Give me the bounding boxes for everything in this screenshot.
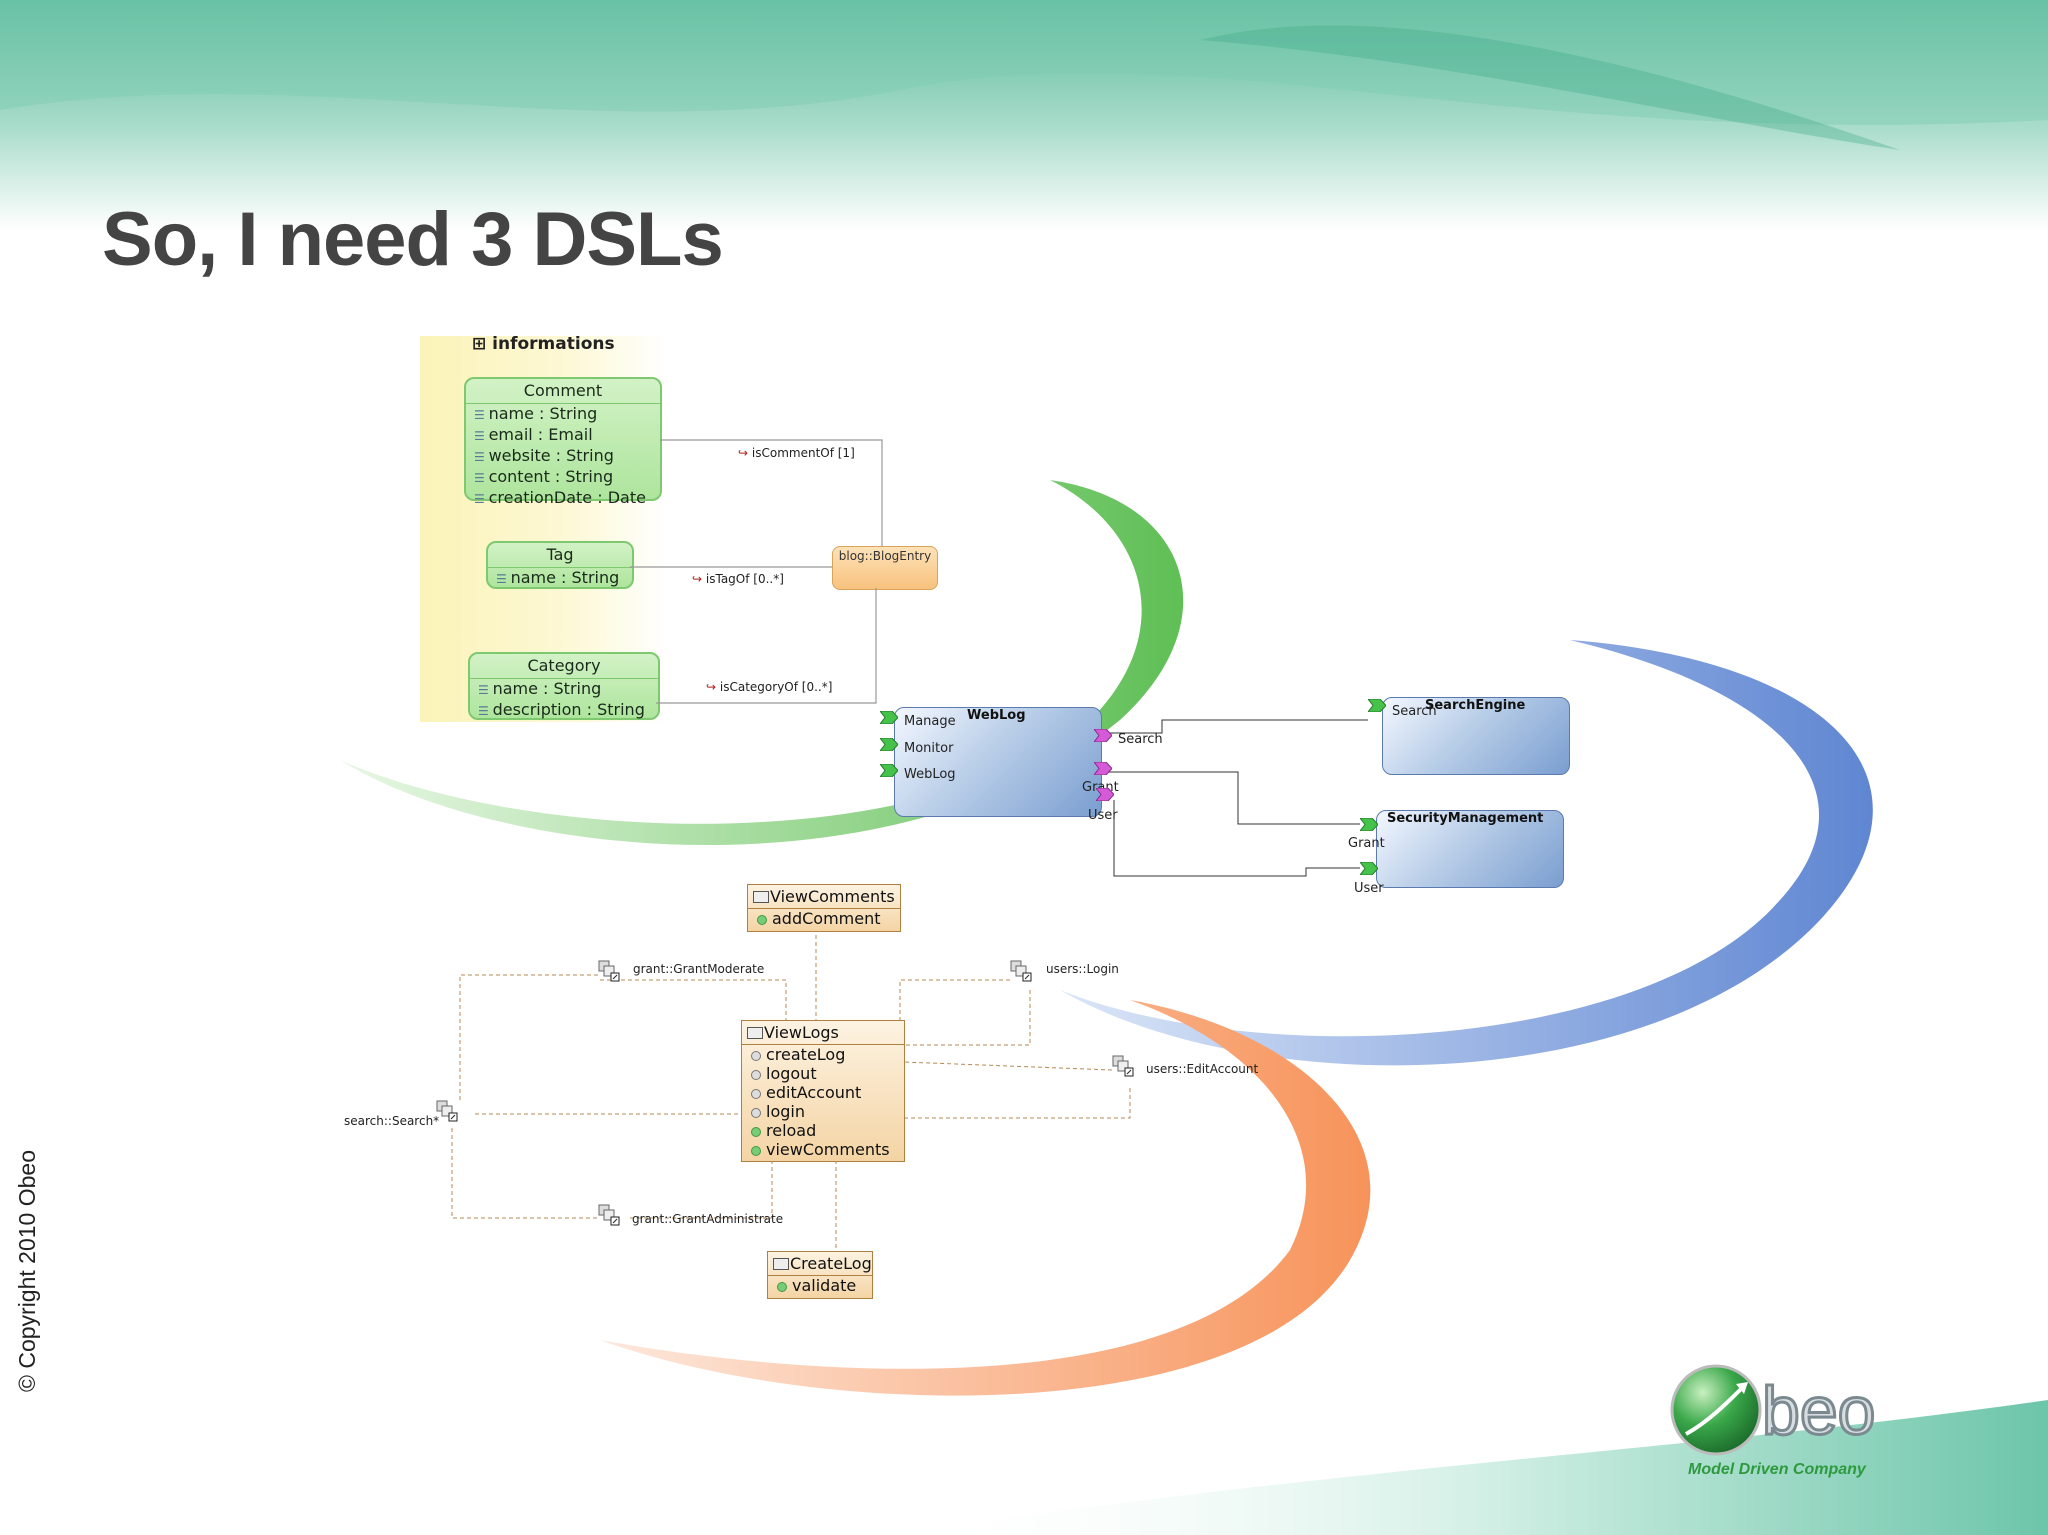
view-viewcomments-name: ViewComments	[748, 885, 900, 909]
port-label: Grant	[1348, 836, 1385, 851]
class-attribute: creationDate : Date	[466, 488, 660, 509]
view-viewlogs[interactable]: ViewLogs createLog logout editAccount lo…	[741, 1020, 905, 1162]
class-category[interactable]: Category name : String description : Str…	[468, 652, 660, 720]
link-grantadministrate[interactable]: grant::GrantAdministrate	[632, 1212, 784, 1226]
copyright-text: © Copyright 2010 Obeo	[14, 1150, 40, 1392]
blog-entry-name: blog::BlogEntry	[838, 549, 932, 563]
class-tag-name: Tag	[488, 543, 632, 568]
provided-port-icon[interactable]	[1368, 699, 1386, 712]
port-label: User	[1354, 881, 1384, 896]
link-icon[interactable]	[1010, 960, 1032, 982]
reference-iscommentof: isCommentOf [1]	[751, 446, 855, 460]
provided-port-icon[interactable]	[1360, 862, 1378, 875]
class-category-name: Category	[470, 654, 658, 679]
view-viewlogs-name: ViewLogs	[742, 1021, 904, 1045]
port-label: Manage	[904, 714, 956, 729]
slide-title: So, I need 3 DSLs	[102, 197, 724, 282]
provided-port-icon[interactable]	[880, 738, 898, 751]
package-label: informations	[492, 334, 615, 354]
package-title: ⊞ informations	[472, 334, 615, 354]
view-action[interactable]: viewComments	[742, 1140, 904, 1159]
class-attribute: name : String	[470, 679, 658, 700]
blog-entry-class[interactable]: blog::BlogEntry	[832, 546, 938, 590]
port-label: Monitor	[904, 741, 954, 756]
view-createlog-name: CreateLog	[768, 1252, 872, 1276]
reference-label: ↪ isCommentOf [1]	[738, 446, 855, 460]
reference-istagof: isTagOf [0..*]	[705, 572, 784, 586]
required-port-icon[interactable]	[1096, 788, 1114, 801]
link-search[interactable]: search::Search*	[344, 1114, 440, 1128]
link-grantmoderate[interactable]: grant::GrantModerate	[633, 962, 765, 976]
component-weblog[interactable]: WebLog	[894, 707, 1102, 817]
reference-label: ↪ isTagOf [0..*]	[692, 572, 784, 586]
view-action[interactable]: createLog	[742, 1045, 904, 1064]
provided-port-icon[interactable]	[880, 764, 898, 777]
reference-label: ↪ isCategoryOf [0..*]	[706, 680, 833, 694]
component-searchengine[interactable]: SearchEngine	[1382, 697, 1570, 775]
port-label: Search	[1392, 704, 1437, 719]
view-action[interactable]: reload	[742, 1121, 904, 1140]
component-weblog-name: WebLog	[967, 708, 1026, 723]
class-comment[interactable]: Comment name : String email : Email webs…	[464, 377, 662, 507]
required-port-icon[interactable]	[1094, 762, 1112, 775]
reference-iscategoryof: isCategoryOf [0..*]	[719, 680, 833, 694]
class-attribute: email : Email	[466, 425, 660, 446]
view-action[interactable]: validate	[768, 1276, 872, 1295]
class-attribute: description : String	[470, 700, 658, 721]
view-action[interactable]: logout	[742, 1064, 904, 1083]
link-icon[interactable]	[598, 1204, 620, 1226]
class-attribute: name : String	[488, 568, 632, 589]
port-label: Search	[1118, 732, 1163, 747]
link-icon[interactable]	[1112, 1055, 1134, 1077]
obeo-logo-text: beo	[1760, 1372, 1876, 1451]
port-label: User	[1088, 808, 1118, 823]
class-attribute: content : String	[466, 467, 660, 488]
view-createlog[interactable]: CreateLog validate	[767, 1251, 873, 1299]
view-viewcomments[interactable]: ViewComments addComment	[747, 884, 901, 932]
component-security-name: SecurityManagement	[1387, 811, 1544, 826]
link-users-editaccount[interactable]: users::EditAccount	[1146, 1062, 1259, 1076]
view-action[interactable]: editAccount	[742, 1083, 904, 1102]
class-comment-name: Comment	[466, 379, 660, 404]
class-attribute: name : String	[466, 404, 660, 425]
view-action[interactable]: addComment	[748, 909, 900, 928]
provided-port-icon[interactable]	[880, 711, 898, 724]
provided-port-icon[interactable]	[1360, 818, 1378, 831]
link-icon[interactable]	[598, 960, 620, 982]
component-searchengine-name: SearchEngine	[1425, 698, 1526, 713]
port-label: WebLog	[904, 767, 956, 782]
class-attribute: website : String	[466, 446, 660, 467]
logo-tagline: Model Driven Company	[1688, 1461, 1866, 1478]
required-port-icon[interactable]	[1094, 729, 1112, 742]
class-tag[interactable]: Tag name : String	[486, 541, 634, 589]
view-action[interactable]: login	[742, 1102, 904, 1121]
link-users-login[interactable]: users::Login	[1046, 962, 1119, 976]
component-securitymanagement[interactable]: SecurityManagement	[1376, 810, 1564, 888]
link-icon[interactable]	[436, 1100, 458, 1122]
obeo-logo	[1670, 1364, 1762, 1456]
